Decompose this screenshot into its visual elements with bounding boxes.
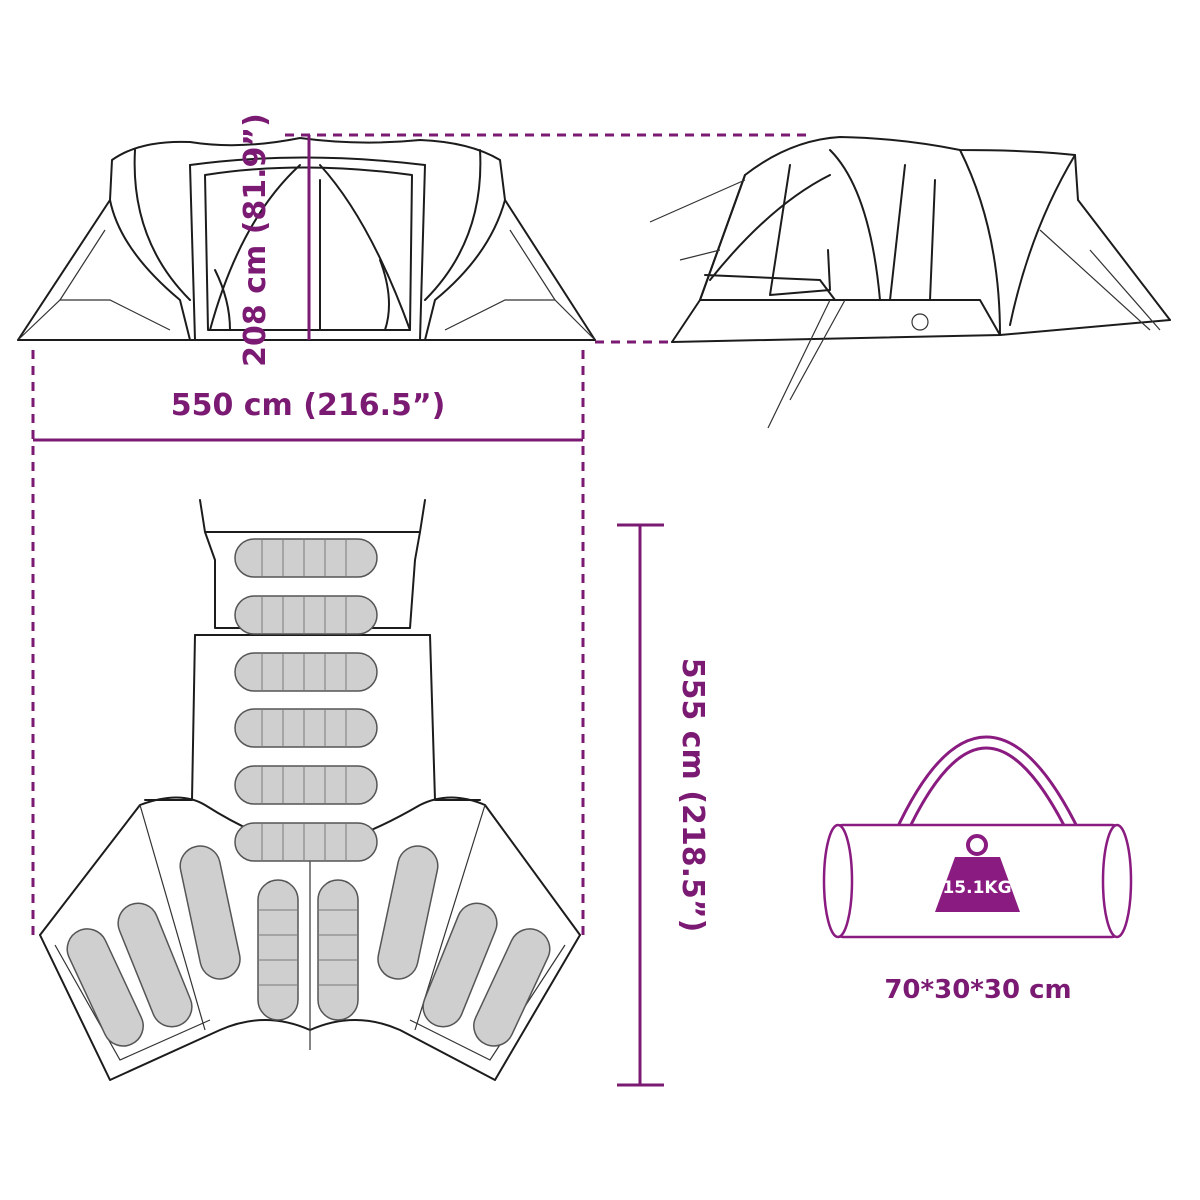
sleeping-bag [317,879,359,1021]
weight-label: 15.1KG [942,878,1011,898]
depth-dimension [617,523,664,1087]
sleeping-bag [234,652,378,692]
weight-icon [935,857,1020,912]
sleeping-bag [234,708,378,748]
height-dimension [285,133,810,344]
tent-front-view [17,137,596,341]
sleeping-bag [473,928,551,1047]
height-label: 208 cm (81.9”) [238,113,273,367]
sleeping-bag [234,538,378,578]
carry-bag: 15.1KG [822,735,1133,939]
tent-side-view [649,136,1171,429]
bag-size-label: 70*30*30 cm [884,975,1071,1005]
width-dimension [31,350,585,940]
sleeping-bag [117,902,193,1028]
sleeping-bag [422,902,498,1028]
sleeping-bags [66,538,551,1047]
sleeping-bag-stripes [258,539,358,986]
sleeping-bag [179,845,241,980]
sleeping-bag [234,765,378,805]
sleeping-bag [234,595,378,635]
sleeping-bag [257,879,299,1021]
sleeping-bag [66,928,144,1047]
sleeping-bag [377,845,439,980]
sleeping-bag [234,822,378,862]
width-label: 550 cm (216.5”) [171,388,446,423]
depth-label: 555 cm (218.5”) [675,658,710,933]
